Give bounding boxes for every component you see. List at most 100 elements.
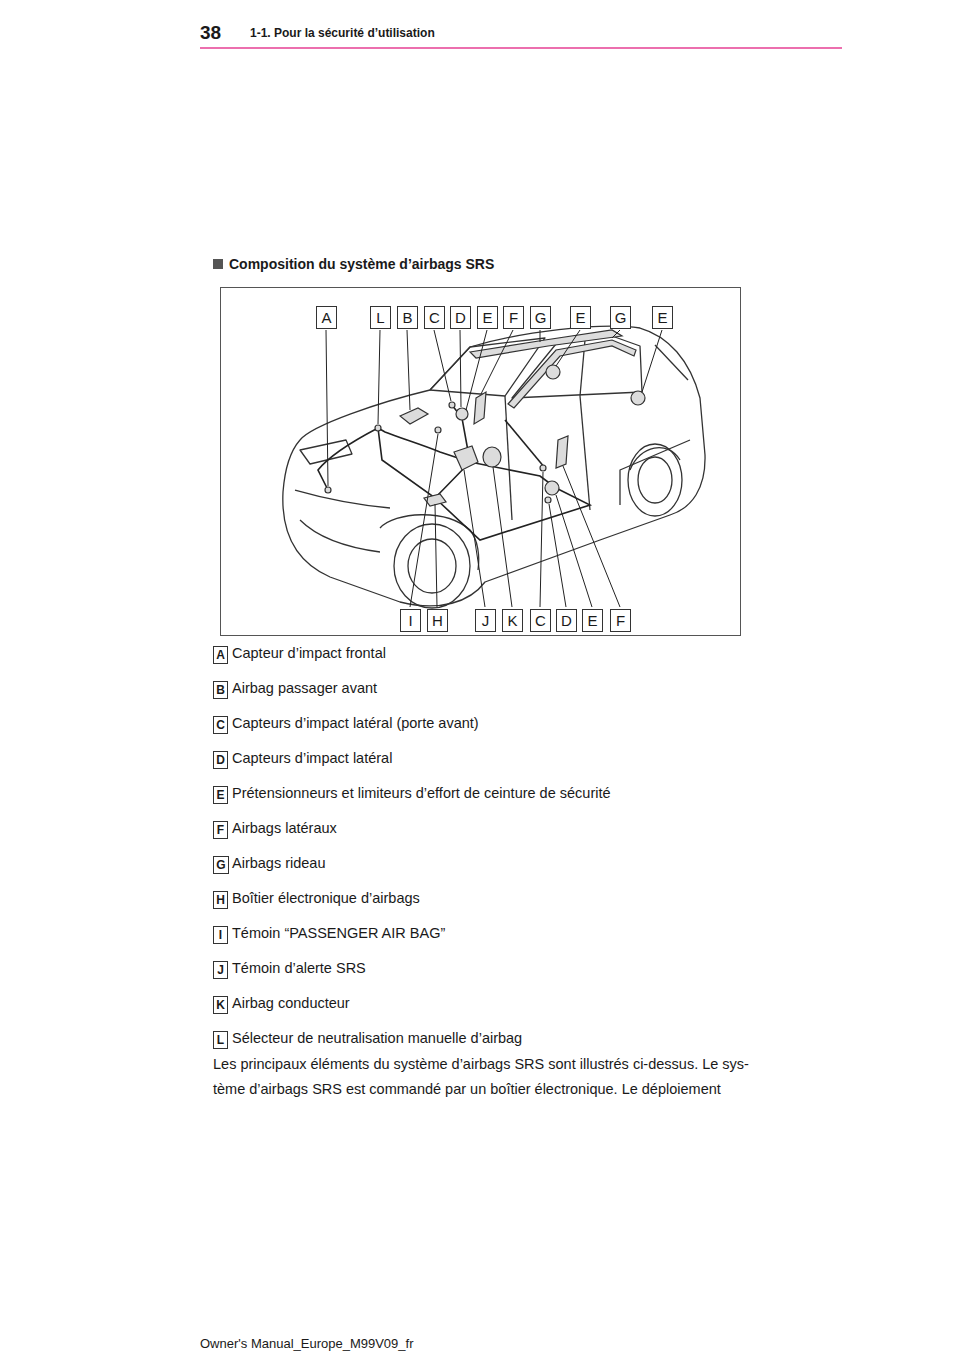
diagram-frame — [221, 288, 741, 636]
footer-text: Owner's Manual_Europe_M99V09_fr — [200, 1336, 414, 1351]
callout-box: A — [316, 306, 337, 329]
legend-letter-box: J — [213, 961, 228, 979]
callout-box: I — [400, 609, 421, 632]
callout-letter: H — [216, 893, 225, 907]
callout-letter: K — [216, 998, 225, 1012]
airbag-components-part — [449, 402, 455, 408]
car-body-part — [295, 490, 390, 508]
callout-letter: B — [216, 683, 225, 697]
legend-description: Airbag conducteur — [232, 995, 350, 1011]
callout-letter: E — [482, 309, 492, 326]
callout-letter: D — [561, 612, 572, 629]
legend-description: Boîtier électronique d’airbags — [232, 890, 420, 906]
legend-description: Prétensionneurs et limiteurs d’effort de… — [232, 785, 611, 801]
airbag-components-part — [631, 391, 645, 405]
legend-letter-box: A — [213, 646, 228, 664]
airbag-components-part — [556, 436, 568, 468]
car-body-part — [300, 520, 380, 552]
callout-letter: D — [455, 309, 466, 326]
callout-box: E — [652, 306, 673, 329]
legend-description: Airbag passager avant — [232, 680, 377, 696]
callout-box: K — [502, 609, 523, 632]
curtain-airbags-part — [508, 340, 636, 408]
car-body-part — [283, 326, 705, 606]
legend-letter-box: L — [213, 1031, 228, 1049]
leader-lines-part — [435, 504, 437, 607]
callout-letter: I — [219, 928, 222, 942]
callout-box: H — [427, 609, 448, 632]
legend-description: Airbags latéraux — [232, 820, 337, 836]
callout-box: F — [610, 609, 631, 632]
legend-letter-box: I — [213, 926, 228, 944]
callout-letter: J — [217, 963, 224, 977]
callout-box: B — [397, 306, 418, 329]
leader-lines-part — [466, 330, 487, 410]
wheels-part — [628, 444, 682, 516]
callout-letter: G — [615, 309, 627, 326]
section-heading: Composition du système d’airbags SRS — [229, 256, 494, 272]
heading-bullet — [213, 259, 223, 269]
callout-letter: H — [432, 612, 443, 629]
callout-letter: F — [616, 612, 625, 629]
wheels-part — [638, 457, 672, 503]
header-rule — [200, 47, 842, 49]
airbag-components-part — [375, 425, 381, 431]
airbag-components-part — [454, 446, 478, 470]
wheels-part — [408, 539, 456, 593]
callout-box: D — [556, 609, 577, 632]
legend-description: Airbags rideau — [232, 855, 326, 871]
callout-letter: J — [482, 612, 490, 629]
callout-box: C — [424, 306, 445, 329]
leader-lines-part — [407, 330, 410, 410]
leader-lines-part — [434, 330, 451, 401]
wheels-part — [394, 524, 470, 608]
callout-letter: I — [408, 612, 412, 629]
leader-lines-part — [378, 330, 380, 424]
callout-letter: C — [216, 718, 225, 732]
page-number: 38 — [200, 22, 221, 44]
callout-letter: A — [216, 648, 225, 662]
leader-lines-part — [556, 330, 580, 366]
car-body-part — [300, 440, 352, 464]
legend-letter-box: G — [213, 856, 229, 874]
airbag-components-part — [435, 427, 441, 433]
leader-lines-part — [612, 330, 620, 338]
callout-box: E — [582, 609, 603, 632]
callout-box: G — [530, 306, 551, 329]
airbag-components-part — [540, 465, 546, 471]
leader-lines-part — [563, 466, 620, 607]
legend-letter-box: F — [213, 821, 228, 839]
callout-letter: L — [376, 309, 384, 326]
car-body-part — [580, 396, 590, 510]
airbag-components-part — [325, 487, 331, 493]
callout-letter: K — [507, 612, 517, 629]
callout-box: D — [450, 306, 471, 329]
car-body-part — [505, 396, 512, 520]
callout-letter: A — [321, 309, 331, 326]
legend-letter-box: D — [213, 751, 228, 769]
airbag-components-part — [400, 408, 428, 424]
callout-letter: C — [429, 309, 440, 326]
car-body — [283, 326, 705, 606]
callout-box: G — [610, 306, 631, 329]
diagram-frame-part — [221, 288, 741, 636]
callout-letter: D — [216, 753, 225, 767]
legend-letter-box: H — [213, 891, 228, 909]
curtain-airbags — [470, 330, 636, 408]
leader-lines-part — [410, 434, 438, 607]
callout-letter: E — [657, 309, 667, 326]
callout-box: F — [503, 306, 524, 329]
airbag-components-part — [474, 392, 486, 424]
legend-description: Témoin d’alerte SRS — [232, 960, 366, 976]
callout-letter: F — [509, 309, 518, 326]
legend-description: Capteur d’impact frontal — [232, 645, 386, 661]
legend-letter-box: C — [213, 716, 228, 734]
callout-letter: L — [217, 1033, 224, 1047]
leader-lines-part — [481, 330, 513, 394]
callout-letter: F — [217, 823, 224, 837]
wiring-harness — [318, 405, 590, 540]
wiring-harness-part — [435, 488, 590, 540]
legend-description: Capteurs d’impact latéral — [232, 750, 392, 766]
callout-letter: G — [216, 858, 225, 872]
